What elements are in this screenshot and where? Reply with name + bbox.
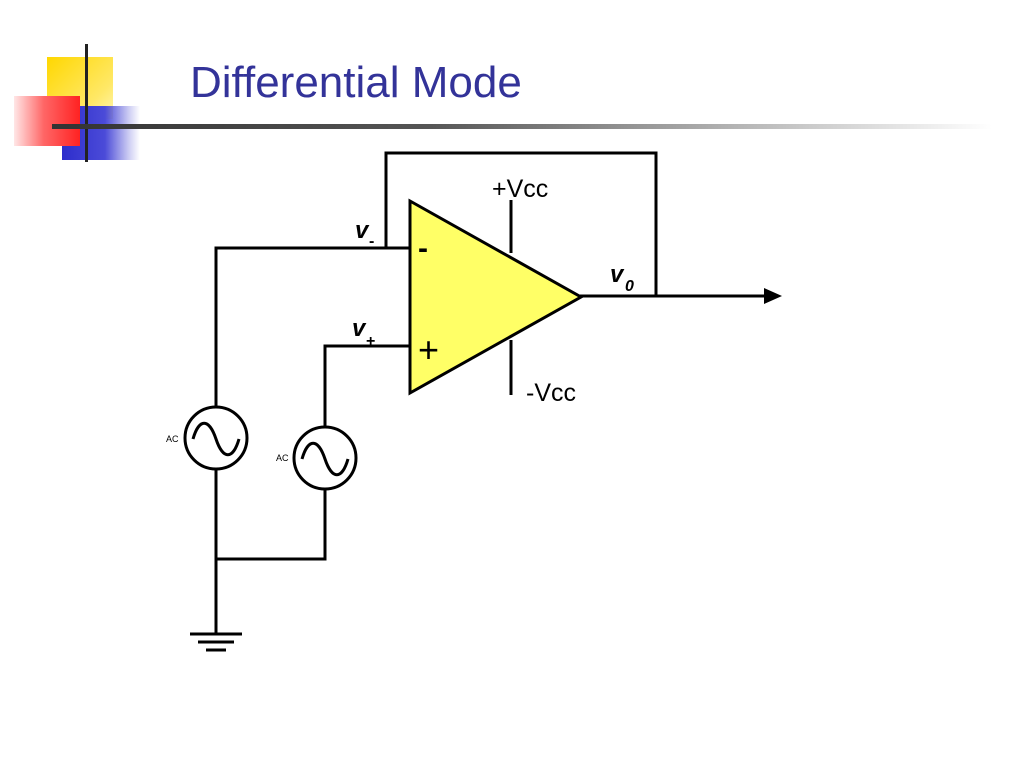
- positive-supply-label: +Vcc: [492, 175, 548, 203]
- ac-source-2-icon: [292, 425, 358, 491]
- wires: [214, 151, 766, 634]
- feedback-wire: [384, 151, 658, 296]
- output-subscript: 0: [625, 278, 634, 295]
- inverting-sign: -: [418, 232, 428, 265]
- noninverting-input-subscript: +: [366, 333, 375, 350]
- noninverting-sign: +: [418, 329, 439, 370]
- output-label: v: [610, 261, 625, 288]
- deco-red-square: [14, 96, 80, 146]
- source2-return-wire: [216, 490, 327, 561]
- slide-title: Differential Mode: [190, 58, 522, 107]
- ground-icon: [190, 632, 242, 652]
- inverting-input-subscript: -: [369, 233, 374, 250]
- inverting-input-label: v: [355, 217, 370, 244]
- inverting-input-wire: [214, 246, 410, 406]
- negative-supply-label: -Vcc: [526, 379, 576, 407]
- source-2-label: AC: [276, 453, 289, 463]
- ac-source-1-icon: [183, 405, 249, 471]
- deco-vertical-line: [85, 44, 88, 162]
- noninverting-input-label: v: [352, 315, 367, 342]
- title-underline: [52, 124, 992, 129]
- noninverting-input-wire: [323, 344, 410, 426]
- op-amp-triangle: [408, 198, 585, 396]
- source-1-label: AC: [166, 434, 179, 444]
- output-arrow-icon: [764, 288, 782, 304]
